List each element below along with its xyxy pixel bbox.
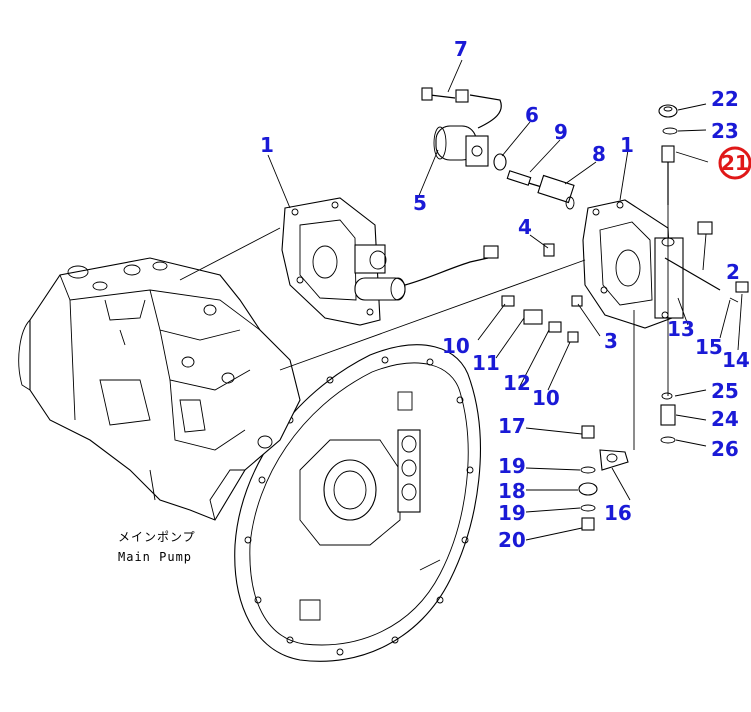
callout-19-lower[interactable]: 19 — [498, 501, 526, 525]
callout-13[interactable]: 13 — [667, 317, 695, 341]
callout-12[interactable]: 12 — [503, 371, 531, 395]
callout-8[interactable]: 8 — [592, 142, 606, 166]
callout-2[interactable]: 2 — [726, 260, 740, 284]
callout-26[interactable]: 26 — [711, 437, 739, 461]
main-pump-body — [18, 257, 301, 521]
caption-japanese: メインポンプ — [118, 530, 196, 544]
callout-11[interactable]: 11 — [472, 351, 500, 375]
callout-19-upper[interactable]: 19 — [498, 454, 526, 478]
callout-18[interactable]: 18 — [498, 479, 526, 503]
callout-9[interactable]: 9 — [554, 120, 568, 144]
callout-22[interactable]: 22 — [711, 87, 739, 111]
small-parts-right — [658, 104, 749, 444]
regulator-left — [281, 197, 499, 326]
leader-lines — [179, 59, 743, 541]
callout-10-right[interactable]: 10 — [532, 386, 560, 410]
callout-1-left[interactable]: 1 — [260, 133, 274, 157]
highlight-circle — [718, 146, 751, 180]
callout-16[interactable]: 16 — [604, 501, 632, 525]
callout-4[interactable]: 4 — [518, 215, 532, 239]
small-parts-upper — [493, 153, 583, 343]
callout-7[interactable]: 7 — [454, 37, 468, 61]
callout-labels: 7 1 1 6 9 8 5 4 22 23 21 2 13 15 14 3 10… — [260, 37, 750, 552]
flywheel-housing — [234, 344, 481, 662]
callout-1-right[interactable]: 1 — [620, 133, 634, 157]
callout-23[interactable]: 23 — [711, 119, 739, 143]
callout-24[interactable]: 24 — [711, 407, 739, 431]
callout-17[interactable]: 17 — [498, 414, 526, 438]
callout-3[interactable]: 3 — [604, 329, 618, 353]
caption-english: Main Pump — [118, 550, 192, 564]
solenoid-assembly — [421, 87, 502, 167]
callout-21[interactable]: 21 — [721, 151, 749, 175]
small-parts-lower — [578, 425, 629, 531]
callout-10-left[interactable]: 10 — [442, 334, 470, 358]
regulator-right — [582, 199, 684, 329]
callout-5[interactable]: 5 — [413, 191, 427, 215]
callout-15[interactable]: 15 — [695, 335, 723, 359]
callout-25[interactable]: 25 — [711, 379, 739, 403]
callout-20[interactable]: 20 — [498, 528, 526, 552]
callout-6[interactable]: 6 — [525, 103, 539, 127]
callout-14[interactable]: 14 — [722, 348, 750, 372]
